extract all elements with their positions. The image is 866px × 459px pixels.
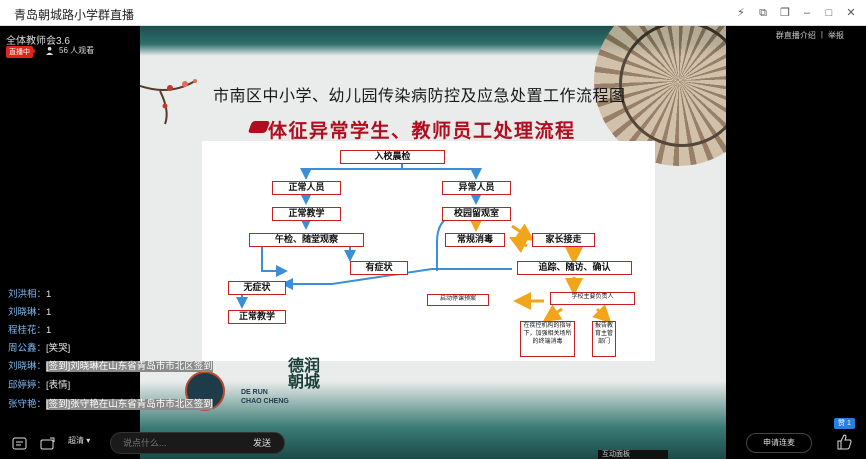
slide-subtitle: 体征异常学生、教师员工处理流程 — [268, 120, 576, 142]
thumbs-up-icon[interactable] — [836, 434, 852, 450]
logo-en-line2: CHAO CHENG — [241, 398, 289, 405]
chat-message: 刘洪相：1 — [8, 286, 51, 300]
chat-message: 周公鑫：[笑哭] — [8, 340, 70, 354]
close-icon[interactable]: ✕ — [846, 7, 856, 19]
flow-node-principal: 学校主要负责人 — [550, 292, 635, 305]
chat-sender[interactable]: 邱婷婷： — [8, 380, 47, 391]
flow-node-noon-check: 午检、随堂观察 — [249, 233, 364, 247]
flow-node-report-note: 报告教育主管部门 — [592, 321, 616, 357]
chat-text: [笑哭] — [46, 343, 71, 354]
flowchart: 入校晨检 正常人员 异常人员 正常教学 校园留观室 午检、随堂观察 常规消毒 家… — [202, 141, 655, 361]
chat-message: 邱婷婷：[表情] — [8, 377, 70, 391]
restore-icon[interactable]: ❐ — [780, 7, 790, 19]
flow-node-routine-disinfect: 常规消毒 — [445, 233, 505, 247]
report-link[interactable]: 举报 — [828, 31, 844, 40]
chat-text: [签到]张守艳在山东省青岛市市北区签到 — [46, 399, 213, 410]
chat-sender[interactable]: 刘晓琳： — [8, 361, 47, 372]
like-count-badge: 赞 1 — [834, 418, 855, 429]
bottom-bar — [0, 430, 866, 459]
send-button[interactable]: 发送 — [253, 438, 272, 448]
flowchart-arrows — [236, 163, 612, 324]
header-links: 群直播介绍 | 举报 — [776, 30, 844, 41]
flow-node-normal-teaching-2: 正常教学 — [228, 310, 286, 324]
apply-mic-button[interactable]: 申请连麦 — [746, 433, 812, 453]
window-title: 青岛朝城路小学群直播 — [14, 8, 135, 22]
chat-message: 程桂花：1 — [8, 322, 51, 336]
flow-node-track: 追踪、随访、确认 — [517, 261, 632, 275]
message-list-icon[interactable] — [12, 437, 28, 451]
chat-text: 1 — [46, 325, 52, 336]
flow-node-observe-room: 校园留观室 — [442, 207, 511, 221]
quality-selector[interactable]: 超清 ▾ — [68, 430, 90, 452]
plum-branch-decoration — [140, 79, 197, 125]
flow-node-normal-teaching: 正常教学 — [272, 207, 341, 221]
intro-link[interactable]: 群直播介绍 — [775, 31, 816, 40]
flow-node-check: 入校晨检 — [340, 150, 445, 164]
link-separator: | — [820, 30, 823, 39]
flow-node-normal-person: 正常人员 — [272, 181, 341, 195]
window-controls: ⚡ ⧉ ❐ – □ ✕ — [732, 4, 860, 22]
tile-icon[interactable]: ⧉ — [759, 7, 767, 19]
chat-message: 张守艳：[签到]张守艳在山东省青岛市市北区签到 — [8, 396, 213, 410]
shared-slide: 市南区中小学、幼儿园传染病防控及应急处置工作流程图 体征异常学生、教师员工处理流… — [140, 26, 726, 459]
interact-panel-tab[interactable]: 互动面板 — [598, 450, 668, 459]
chat-input[interactable] — [110, 432, 285, 454]
logo-calligraphy: 德润朝城 — [288, 356, 321, 391]
chat-text: [表情] — [46, 380, 71, 391]
chevron-down-icon: ▾ — [86, 436, 91, 445]
title-bar: 青岛朝城路小学群直播 ⚡ ⧉ ❐ – □ ✕ — [0, 0, 866, 26]
quality-label: 超清 — [68, 436, 84, 445]
logo-en-line1: DE RUN — [241, 389, 268, 396]
logo-english-text: DE RUN CHAO CHENG — [241, 388, 289, 406]
flow-node-symptom: 有症状 — [350, 261, 408, 275]
chat-text: 1 — [46, 307, 52, 318]
pin-icon[interactable]: ⚡ — [737, 7, 745, 19]
flow-node-no-symptom: 无症状 — [228, 281, 286, 295]
maximize-icon[interactable]: □ — [825, 7, 833, 19]
channel-name: 全体教师会3.6 — [6, 36, 70, 47]
live-dot-icon — [31, 49, 35, 53]
minimize-icon[interactable]: – — [803, 7, 811, 19]
chat-message: 刘晓琳：1 — [8, 304, 51, 318]
people-icon — [46, 46, 54, 55]
live-badge: 直播中 — [6, 46, 33, 58]
chat-sender[interactable]: 程桂花： — [8, 325, 47, 336]
slide-title: 市南区中小学、幼儿园传染病防控及应急处置工作流程图 — [213, 86, 626, 105]
chat-sender[interactable]: 张守艳： — [8, 399, 47, 410]
viewer-count: 56 人观看 — [46, 45, 94, 56]
chat-text: [签到]刘晓琳在山东省青岛市市北区签到 — [46, 361, 213, 372]
chat-sender[interactable]: 周公鑫： — [8, 343, 47, 354]
chat-message: 刘晓琳：[签到]刘晓琳在山东省青岛市市北区签到 — [8, 358, 213, 372]
chat-sender[interactable]: 刘洪相： — [8, 289, 47, 300]
flow-node-abnormal-person: 异常人员 — [442, 181, 511, 195]
flow-node-cdc-note: 在疾控机构的指导下，加强相关场所的终端消毒 — [520, 321, 575, 357]
camera-icon[interactable] — [40, 437, 56, 451]
brush-mark — [247, 121, 271, 133]
chat-text: 1 — [46, 289, 52, 300]
flow-node-start-plan: 启动停课预案 — [427, 294, 489, 306]
viewer-count-text: 56 人观看 — [59, 46, 95, 55]
flow-node-parent-pickup: 家长接走 — [532, 233, 595, 247]
channel-info: 全体教师会3.6 直播中 56 人观看 — [0, 26, 140, 66]
chat-sender[interactable]: 刘晓琳： — [8, 307, 47, 318]
